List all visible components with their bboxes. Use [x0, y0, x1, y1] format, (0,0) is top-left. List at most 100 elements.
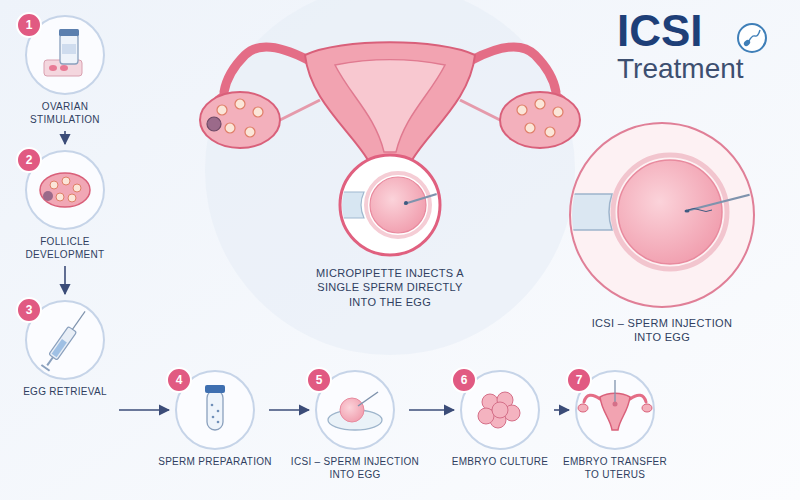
pill [49, 65, 57, 71]
callout-number: 6 [451, 367, 477, 393]
follicle [62, 177, 70, 185]
egg [370, 177, 426, 233]
step-node: 3EGG RETRIEVAL [25, 300, 105, 399]
sperm-tail [688, 209, 712, 212]
pill [60, 65, 68, 71]
sperm-icon-tail [749, 30, 760, 41]
uterine-cavity [335, 60, 445, 152]
magnified-view [330, 173, 450, 237]
follicles [217, 99, 563, 137]
follicle [68, 194, 76, 202]
follicle [253, 107, 263, 117]
step-label: FOLLICLE DEVELOPMENT [13, 236, 117, 261]
ovary-icon [40, 173, 90, 207]
step-node: 5ICSI – SPERM INJECTION INTO EGG [315, 370, 395, 481]
step-label: OVARIAN STIMULATION [19, 101, 111, 126]
zoom-view [560, 155, 760, 269]
flow-arrow [119, 409, 169, 411]
callout-number: 5 [306, 367, 332, 393]
ligament [280, 100, 320, 120]
step-label: SPERM PREPARATION [153, 456, 277, 469]
flow-arrow [554, 409, 569, 411]
injection-needle [404, 190, 450, 204]
transfer-catheter [614, 380, 615, 402]
dot [217, 410, 220, 413]
ovary-icon [642, 404, 652, 412]
egg [618, 160, 722, 264]
step-node: 2FOLLICLE DEVELOPMENT [25, 150, 105, 261]
ovary [200, 92, 280, 148]
step-discs [26, 16, 654, 449]
follicle [50, 181, 58, 189]
step-node: 4SPERM PREPARATION [175, 370, 255, 469]
annotation-label: MICROPIPETTE INJECTS A SINGLE SPERM DIRE… [304, 266, 476, 309]
flow-arrow [64, 266, 66, 294]
annotation-label: ICSI – SPERM INJECTION INTO EGG [577, 316, 747, 345]
callout-number: 4 [166, 367, 192, 393]
dominant-follicle [43, 191, 53, 201]
callout-number: 1 [16, 12, 42, 38]
fallopian-tube [224, 47, 308, 92]
ovary [500, 92, 580, 148]
step-node: 7EMBRYO TRANSFER TO UTERUS [575, 370, 655, 481]
syringe-grip [41, 365, 49, 371]
syringe-fluid [52, 339, 67, 357]
egg-icon [340, 398, 364, 422]
step-label: EMBRYO CULTURE [448, 456, 552, 469]
sperm [404, 201, 408, 205]
dot [212, 416, 215, 419]
embryo-dot [613, 402, 618, 407]
follicle [535, 99, 545, 109]
follicle [217, 105, 227, 115]
syringe [41, 308, 89, 370]
halo [205, 0, 575, 355]
ligament [460, 100, 500, 120]
zona [613, 155, 727, 269]
follicle [525, 123, 535, 133]
follicle [235, 99, 245, 109]
holding-pipette [330, 192, 364, 218]
follicles-icon [50, 177, 81, 202]
vial-label-strip [62, 44, 76, 54]
tube-cap [205, 385, 225, 393]
callout-number: 7 [566, 367, 592, 393]
needle-icon [358, 392, 378, 406]
dot [217, 421, 220, 424]
embryo [478, 392, 520, 428]
sperm-icon [738, 24, 766, 52]
diagram-title: ICSI Treatment [617, 8, 767, 84]
ovary-icon [578, 404, 588, 412]
flow-arrow [269, 409, 309, 411]
flow-arrow [64, 131, 66, 144]
cell [492, 402, 508, 418]
flow-arrow [409, 409, 454, 411]
step-label: EMBRYO TRANSFER TO UTERUS [558, 456, 672, 481]
dot [211, 404, 214, 407]
fallopian-tube [472, 47, 556, 92]
syringe-needle [72, 311, 85, 329]
test-tube [207, 390, 223, 430]
holding-pipette [560, 194, 612, 230]
follicle [56, 193, 64, 201]
step-label: EGG RETRIEVAL [13, 386, 117, 399]
callout-number: 3 [16, 297, 42, 323]
sperm-dots [211, 404, 220, 424]
vial [60, 34, 78, 64]
syringe-plunger [47, 357, 53, 365]
follicle [73, 184, 81, 192]
follicle [545, 127, 555, 137]
follicle [553, 107, 563, 117]
callout-number: 2 [16, 147, 42, 173]
follicle [517, 105, 527, 115]
injection-needle [686, 192, 760, 211]
follicle [245, 127, 255, 137]
step-node: 1OVARIAN STIMULATION [25, 15, 105, 126]
zona [366, 173, 430, 237]
dominant-follicle [207, 117, 221, 131]
syringe-barrel [49, 326, 77, 360]
vial-cap [59, 29, 79, 36]
step-node: 6EMBRYO CULTURE [460, 370, 540, 469]
step-label: ICSI – SPERM INJECTION INTO EGG [283, 456, 427, 481]
